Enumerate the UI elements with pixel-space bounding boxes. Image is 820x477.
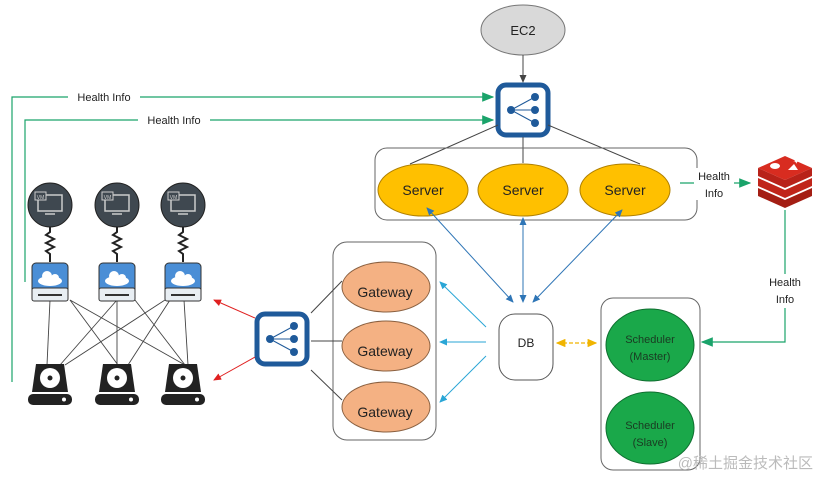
health-info-edge-redis: Health Info <box>680 168 752 200</box>
health-label: Info <box>776 294 794 306</box>
link-spring-icon <box>43 227 57 262</box>
gateway-node: Gateway <box>341 381 431 433</box>
host-column: VM <box>94 182 140 405</box>
link-spring-icon <box>110 227 124 262</box>
svg-text:✦: ✦ <box>793 157 800 166</box>
gateway-label: Gateway <box>357 404 412 420</box>
hard-disk-icon <box>95 364 139 405</box>
ec2-node: EC2 <box>480 4 566 56</box>
gateway-label: Gateway <box>357 343 412 359</box>
ec2-label: EC2 <box>510 23 535 38</box>
health-label: Info <box>705 188 723 200</box>
svg-text:VM: VM <box>170 195 178 201</box>
gateway-node: Gateway <box>341 320 431 372</box>
redis-icon: ✦ <box>758 156 812 208</box>
scheduler-slave-node: Scheduler (Slave) <box>605 391 695 465</box>
server-node: Server <box>477 163 569 217</box>
health-label: Health <box>698 171 730 183</box>
svg-text:VM: VM <box>37 195 45 201</box>
vm-icon: VM <box>160 182 206 228</box>
health-info-edge-1: Health Info <box>11 90 495 382</box>
db-node: DB <box>498 313 554 381</box>
health-info-label: Health Info <box>77 92 130 104</box>
cloud-storage-icon <box>164 262 202 302</box>
watermark: @稀土掘金技术社区 <box>678 455 813 472</box>
server-label: Server <box>402 182 444 198</box>
gateway-node: Gateway <box>341 261 431 313</box>
storage-mesh <box>46 299 189 366</box>
health-info-edge-2: Health Info <box>24 113 495 282</box>
svg-text:VM: VM <box>104 195 112 201</box>
load-balancer-icon <box>254 311 310 367</box>
server-node: Server <box>579 163 671 217</box>
server-label: Server <box>604 182 646 198</box>
vm-icon: VM <box>94 182 140 228</box>
hard-disk-icon <box>28 364 72 405</box>
cloud-storage-icon <box>31 262 69 302</box>
host-column: VM <box>27 182 73 405</box>
scheduler-master-node: Scheduler (Master) <box>605 308 695 382</box>
vm-icon: VM <box>27 182 73 228</box>
server-node: Server <box>377 163 469 217</box>
scheduler-label: (Master) <box>630 351 671 363</box>
scheduler-label: Scheduler <box>625 420 675 432</box>
load-balancer-icon <box>495 82 551 138</box>
health-info-edge-scheduler: Health Info <box>700 210 806 347</box>
server-label: Server <box>502 182 544 198</box>
gateway-label: Gateway <box>357 284 412 300</box>
db-label: DB <box>518 336 535 350</box>
link-spring-icon <box>176 227 190 262</box>
scheduler-label: Scheduler <box>625 334 675 346</box>
scheduler-label: (Slave) <box>633 437 668 449</box>
health-info-label: Health Info <box>147 115 200 127</box>
host-column: VM <box>160 182 206 405</box>
health-label: Health <box>769 277 801 289</box>
hard-disk-icon <box>161 364 205 405</box>
scheduler-group <box>600 297 701 471</box>
cloud-storage-icon <box>98 262 136 302</box>
